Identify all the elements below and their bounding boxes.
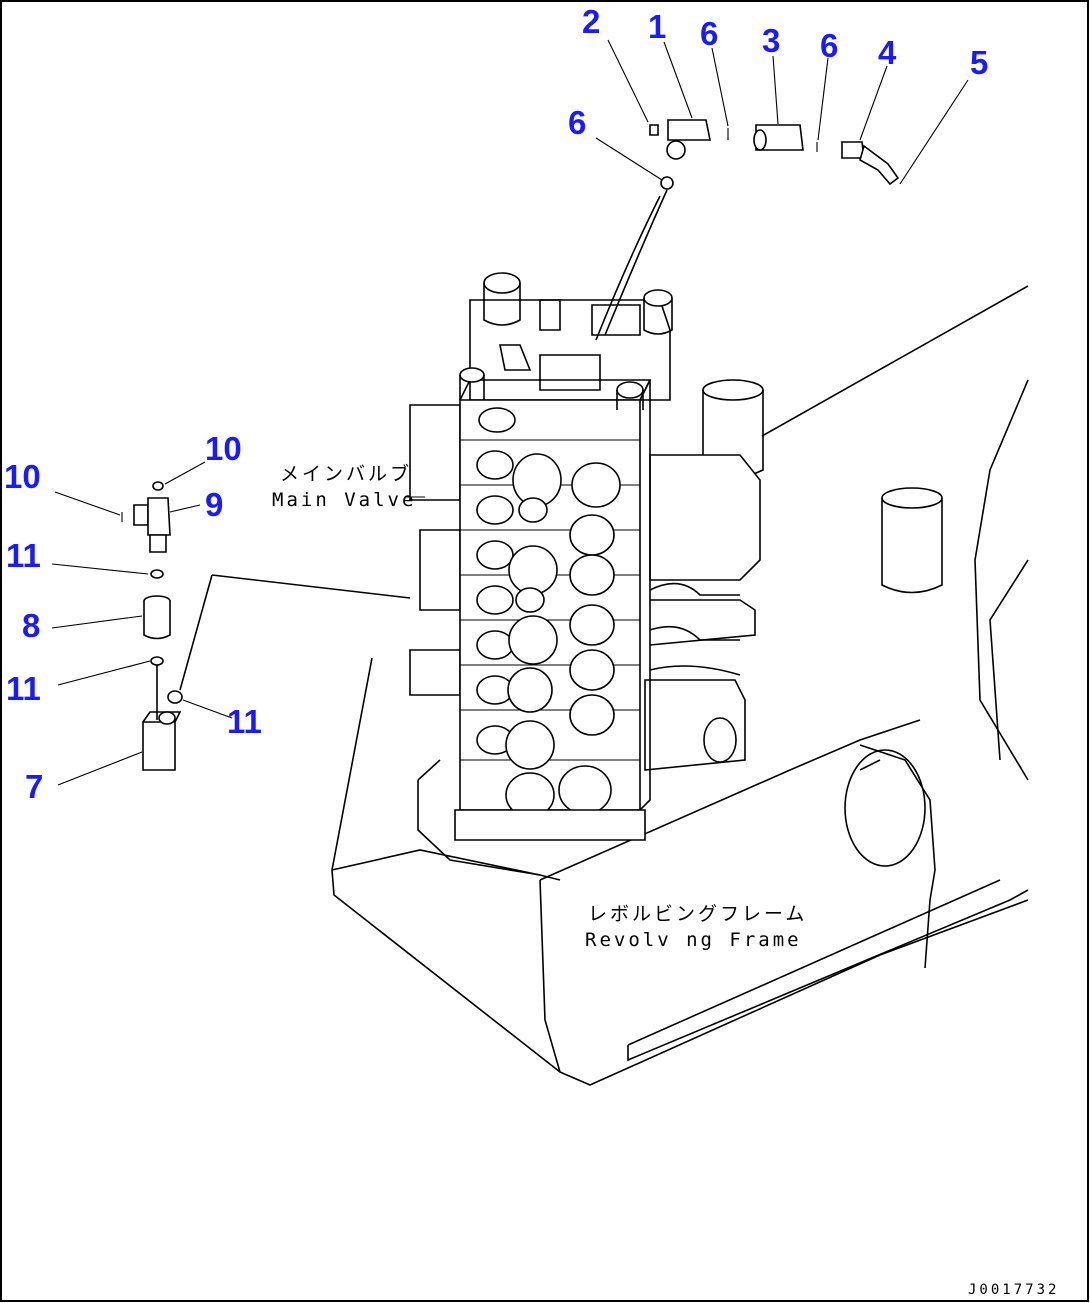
revolving-frame: レボルビングフレーム Revolv ng Frame <box>331 285 1029 1086</box>
callout-7: 7 <box>25 768 43 805</box>
callout-3: 3 <box>762 22 780 59</box>
main-valve-label-en: Main Valve <box>272 489 416 511</box>
drawing-code: J0017732 <box>968 1282 1059 1298</box>
callout-8: 8 <box>22 607 40 644</box>
callout-4: 4 <box>878 34 897 71</box>
callout-11-b: 11 <box>6 670 41 707</box>
callout-1: 1 <box>648 8 666 45</box>
callout-10-a: 10 <box>205 430 242 467</box>
callout-5: 5 <box>970 44 988 81</box>
callout-2: 2 <box>582 3 600 40</box>
leader-lines <box>51 39 969 786</box>
callout-numbers: 2 1 6 3 6 4 5 6 10 10 9 11 8 11 11 7 <box>4 3 988 805</box>
callout-11-c: 11 <box>227 703 262 740</box>
frame-label-en: Revolv ng Frame <box>585 929 802 951</box>
frame-label-jp: レボルビングフレーム <box>588 903 807 925</box>
callout-6-b: 6 <box>820 27 838 64</box>
main-valve: メインバルブ Main Valve <box>272 272 764 841</box>
main-valve-label-jp: メインバルブ <box>280 462 412 485</box>
callout-10-b: 10 <box>4 458 41 495</box>
callout-9: 9 <box>205 486 223 523</box>
left-fitting-assembly <box>121 481 411 771</box>
callout-6-c: 6 <box>568 104 586 141</box>
top-fitting-assembly <box>595 119 900 341</box>
callout-6-a: 6 <box>700 15 718 52</box>
callout-11-a: 11 <box>6 537 41 574</box>
